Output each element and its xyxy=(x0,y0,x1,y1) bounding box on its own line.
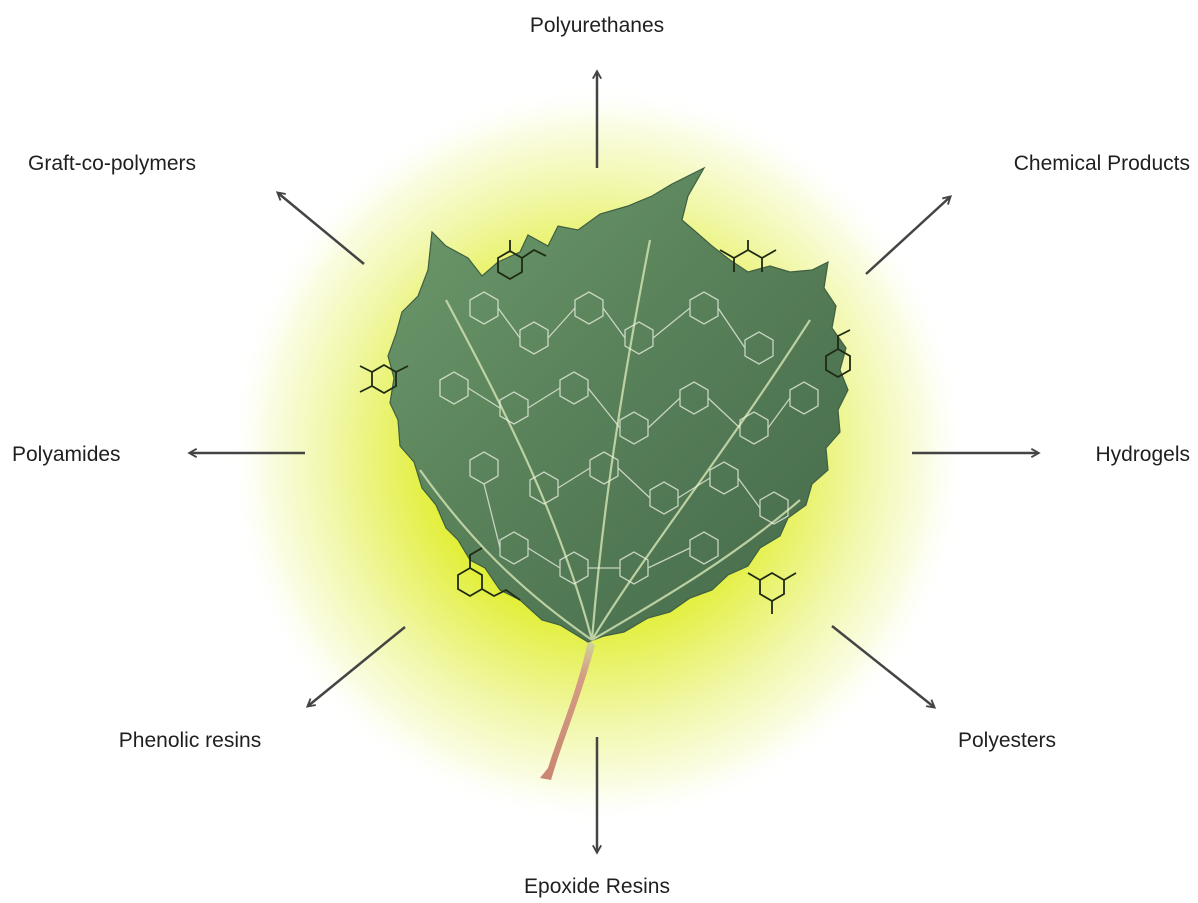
label-polyamides: Polyamides xyxy=(12,444,121,465)
label-polyurethanes: Polyurethanes xyxy=(530,15,664,36)
label-chemical-products: Chemical Products xyxy=(1014,153,1190,174)
label-hydrogels: Hydrogels xyxy=(1095,444,1190,465)
label-phenolic-resins: Phenolic resins xyxy=(119,730,261,751)
label-graft-co-polymers: Graft-co-polymers xyxy=(28,153,196,174)
label-polyesters: Polyesters xyxy=(958,730,1056,751)
label-epoxide-resins: Epoxide Resins xyxy=(524,876,670,897)
